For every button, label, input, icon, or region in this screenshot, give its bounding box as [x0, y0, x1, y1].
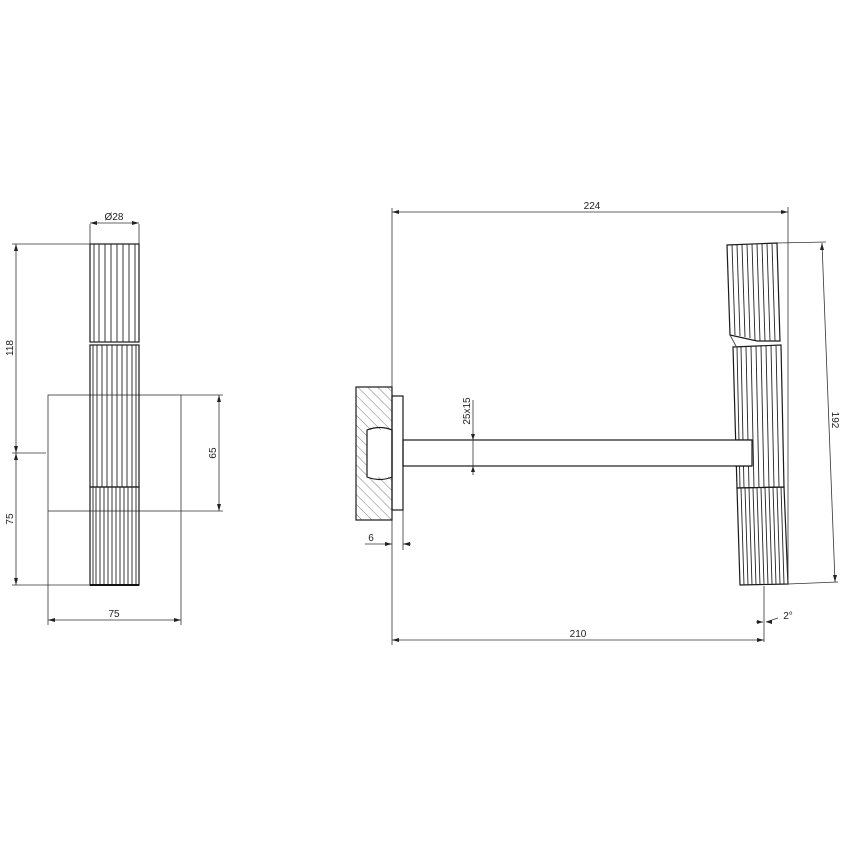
front-wall-plate	[47, 394, 182, 512]
dim-arm-section: 25x15	[462, 397, 475, 475]
arm	[402, 439, 753, 467]
dim-upper-height: 118	[5, 243, 90, 453]
dim-plate-width: 75	[47, 511, 182, 625]
dim-overall-depth-label: 224	[584, 201, 601, 212]
dim-plate-thickness-label: 6	[368, 533, 374, 544]
side-upper-cylinder	[726, 242, 781, 347]
dim-overall-depth: 224	[392, 201, 789, 584]
dim-upper-height-label: 118	[5, 340, 16, 356]
dim-plate-height-label: 65	[208, 447, 219, 459]
dim-lower-height-label: 75	[5, 513, 16, 525]
wall-mount-section	[355, 386, 404, 521]
front-upper-cylinder	[89, 243, 140, 343]
dim-total-height-label: 192	[829, 412, 840, 429]
dim-plate-height: 65	[181, 394, 223, 512]
side-view: 25x15	[355, 201, 840, 645]
dim-plate-thickness: 6	[365, 510, 411, 550]
dim-tilt-angle: 2°	[756, 611, 793, 624]
dim-arm-length: 210	[392, 586, 765, 642]
dim-arm-section-label: 25x15	[462, 397, 473, 425]
dim-diameter-label: Ø28	[105, 212, 124, 223]
dim-total-height: 192	[776, 241, 840, 585]
dim-diameter: Ø28	[89, 212, 140, 244]
side-lower-cylinder	[736, 486, 789, 586]
dim-tilt-angle-label: 2°	[783, 611, 793, 622]
side-middle-cylinder	[732, 344, 785, 489]
dim-arm-length-label: 210	[570, 629, 587, 640]
dim-plate-width-label: 75	[108, 609, 120, 620]
dim-lower-height: 75	[5, 452, 90, 586]
front-middle-cylinder	[89, 344, 140, 488]
front-view: Ø28 118 75 65	[5, 212, 223, 625]
front-lower-cylinder	[89, 486, 140, 586]
